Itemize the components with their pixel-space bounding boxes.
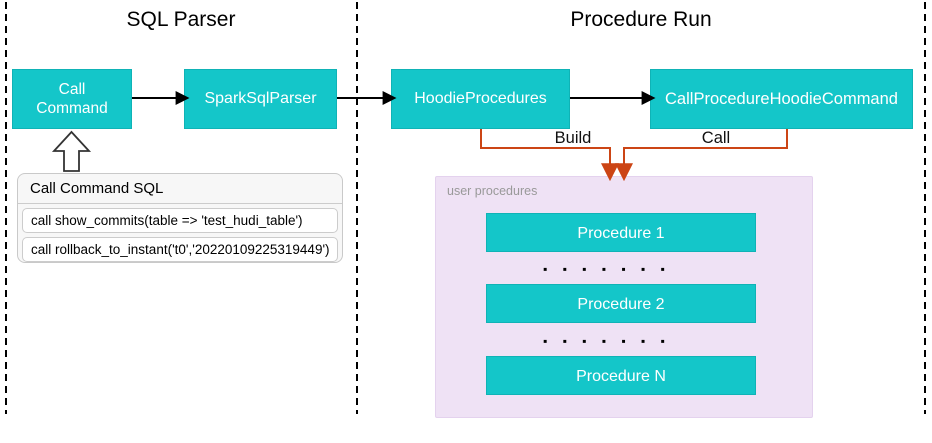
node-hoodie-procedures: HoodieProcedures: [391, 69, 570, 129]
sql-card-title: Call Command SQL: [18, 174, 342, 204]
edge-label-call: Call: [701, 129, 731, 147]
ellipsis-dots: ▪ ▪ ▪ ▪ ▪ ▪ ▪: [543, 262, 671, 276]
hollow-up-arrow: [51, 130, 92, 172]
section-title-procedure-run: Procedure Run: [570, 8, 712, 31]
node-spark-sql-parser: SparkSqlParser: [184, 69, 337, 129]
edge-label-build: Build: [554, 129, 592, 147]
ellipsis-dots: ▪ ▪ ▪ ▪ ▪ ▪ ▪: [543, 334, 671, 348]
sql-examples-card: Call Command SQL call show_commits(table…: [17, 173, 343, 263]
sql-example-rollback: call rollback_to_instant('t0','202201092…: [22, 237, 338, 262]
sql-example-show-commits: call show_commits(table => 'test_hudi_ta…: [22, 208, 338, 233]
node-call-command: Call Command: [12, 69, 132, 129]
node-procedure-n: Procedure N: [486, 356, 756, 395]
node-procedure-2: Procedure 2: [486, 284, 756, 323]
node-call-procedure-hoodie-command: CallProcedureHoodieCommand: [650, 69, 913, 129]
user-procedures-label: user procedures: [447, 184, 538, 198]
section-title-sql-parser: SQL Parser: [126, 8, 236, 31]
node-procedure-1: Procedure 1: [486, 213, 756, 252]
